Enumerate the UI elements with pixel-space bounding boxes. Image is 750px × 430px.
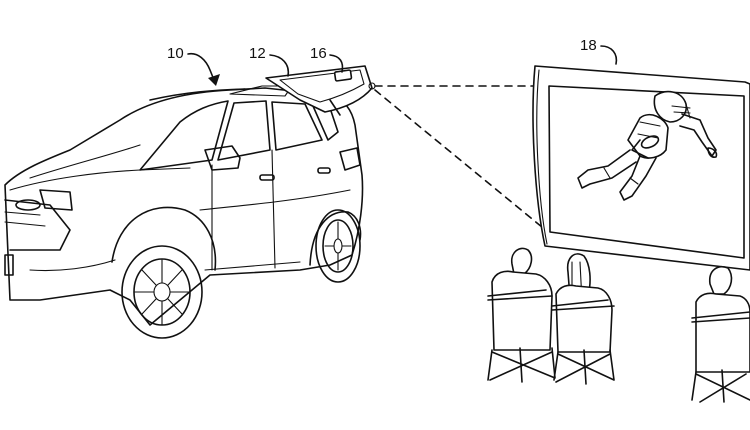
taillight: [339, 147, 361, 171]
chair-3-armrest: [691, 311, 750, 323]
viewer-3: [691, 266, 750, 403]
rear-wheel: [309, 209, 362, 283]
viewer-3-body: [695, 292, 750, 373]
leader-10: [187, 52, 215, 81]
body-crease: [199, 189, 351, 211]
chair-2-armrest: [551, 299, 615, 311]
ref-12: 12: [249, 45, 290, 77]
ref-numeral-16: 16: [310, 45, 327, 62]
chair-2-legs: [553, 349, 615, 385]
front-door-handle: [259, 174, 275, 181]
side-mirror: [204, 145, 241, 171]
ref-16: 16: [310, 45, 344, 73]
rear-door-handle: [317, 167, 331, 174]
leader-16: [329, 54, 344, 73]
projection-beam: [374, 85, 549, 233]
headlight: [39, 189, 73, 211]
football: [640, 135, 660, 149]
leader-18: [600, 45, 618, 65]
ref-18: 18: [580, 37, 618, 65]
leader-10-arrowhead: [208, 74, 220, 86]
front-side-window: [217, 100, 271, 161]
screen-image-area: [548, 85, 745, 259]
football-player-image: [577, 90, 718, 201]
ref-10: 10: [167, 45, 220, 86]
ref-numeral-18: 18: [580, 37, 597, 54]
ref-numeral-10: 10: [167, 45, 184, 62]
projection-screen: [532, 65, 750, 271]
helmet: [653, 90, 688, 123]
chair-3-legs: [691, 369, 750, 403]
rear-door-seam: [271, 149, 276, 269]
roof-rail: [149, 88, 246, 101]
rear-side-window: [271, 101, 323, 151]
front-bumper: [4, 199, 71, 251]
windshield: [139, 100, 229, 171]
viewer-1: [487, 247, 556, 383]
grille: [4, 211, 46, 227]
vehicle: [4, 85, 364, 339]
leader-12: [269, 54, 290, 77]
viewer-2-body: [555, 284, 613, 353]
badge: [15, 199, 41, 211]
viewer-2: [551, 253, 615, 385]
license-plate: [4, 254, 14, 276]
viewer-3-head: [708, 266, 733, 295]
hood-line: [9, 167, 191, 191]
liftgate-strut: [329, 99, 341, 116]
chair-1-legs: [487, 347, 556, 383]
chair-1-armrest: [487, 289, 553, 301]
viewer-1-body: [491, 270, 553, 351]
viewer-1-head: [510, 247, 533, 275]
ref-numeral-12: 12: [249, 45, 266, 62]
front-wheel: [111, 206, 217, 339]
